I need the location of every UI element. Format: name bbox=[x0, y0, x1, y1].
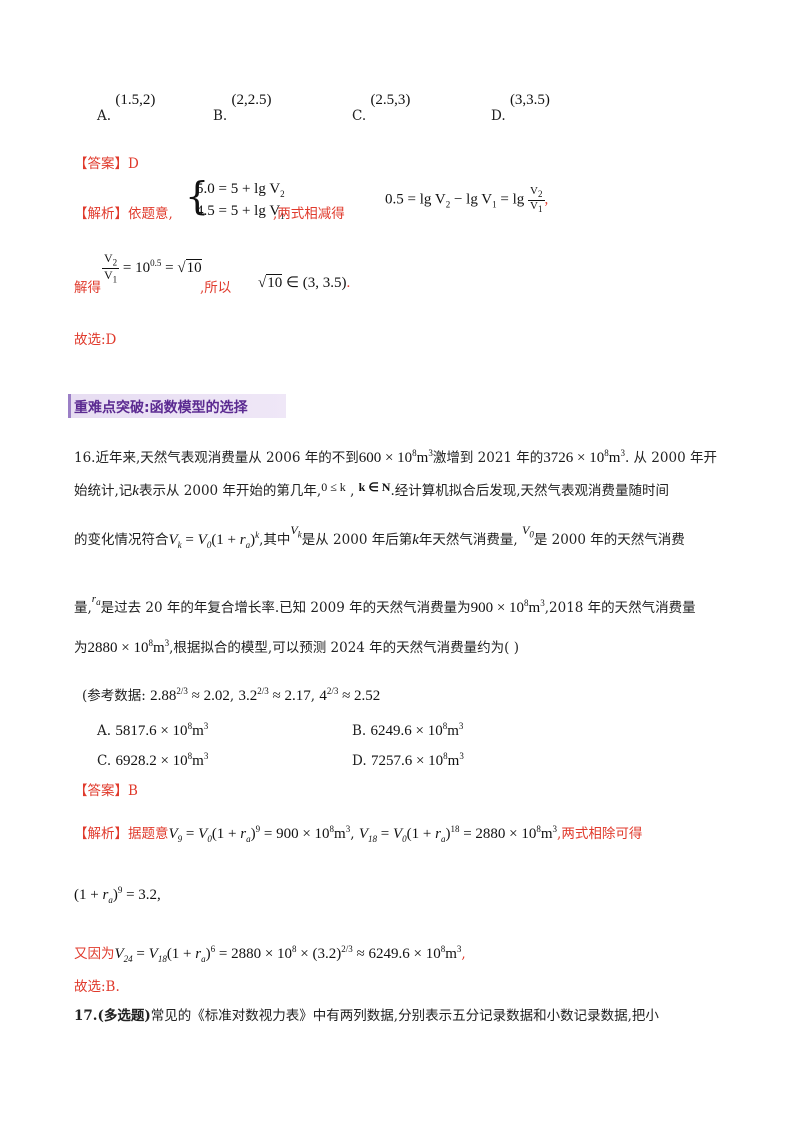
q16-line-2: 始统计,记k表示从 2000 年开始的第几年,0 ≤ k , k ∈ N.经计算… bbox=[74, 480, 670, 499]
equation-bottom: 4.5 = 5 + lg V1 bbox=[196, 203, 285, 221]
q16-step-2: (1 + ra)9 = 3.2, bbox=[74, 885, 161, 905]
q16-line-5: 为2880 × 108m3,根据拟合的模型,可以预测 2024 年的天然气消费量… bbox=[74, 638, 519, 656]
section-heading-bar bbox=[68, 394, 286, 418]
subtract-text: ,两式相减得 bbox=[273, 206, 345, 222]
q16-option-b: B. 6249.6 × 108m3 bbox=[352, 721, 464, 739]
q16-line-4: 量,ra是过去 20 年的年复合增长率.已知 2009 年的天然气消费量为900… bbox=[74, 593, 696, 616]
q15-option-a: A. (1.5,2) bbox=[97, 92, 156, 124]
q15-choose: 故选:D bbox=[74, 332, 117, 348]
q16-step-3: 又因为V24 = V18(1 + ra)6 = 2880 × 108 × (3.… bbox=[74, 944, 466, 964]
q15-analysis-label: 【解析】依题意, bbox=[74, 206, 173, 222]
q15-answer: 【答案】D bbox=[74, 156, 139, 172]
system-brace: { bbox=[185, 174, 210, 218]
interval-membership: √10 ∈ (3, 3.5). bbox=[258, 274, 351, 291]
q16-analysis: 【解析】据题意V9 = V0(1 + ra)9 = 900 × 108m3, V… bbox=[74, 824, 643, 844]
q15-option-b: B. (2,2.5) bbox=[213, 92, 272, 124]
q16-option-c: C. 6928.2 × 108m3 bbox=[97, 751, 209, 769]
q15-option-d: D. (3,3.5) bbox=[491, 92, 550, 124]
q16-line-3: 的变化情况符合Vk = V0(1 + ra)k,其中Vk是从 2000 年后第k… bbox=[74, 523, 685, 550]
equation-top: 5.0 = 5 + lg V2 bbox=[196, 181, 285, 199]
so-text: ,所以 bbox=[200, 280, 232, 296]
q15-option-c: C. (2.5,3) bbox=[352, 92, 411, 124]
section-heading: 重难点突破:函数模型的选择 bbox=[74, 400, 248, 416]
q17-text: 17.(多选题)常见的《标准对数视力表》中有两列数据,分别表示五分记录数据和小数… bbox=[74, 1008, 659, 1024]
q16-answer: 【答案】B bbox=[74, 783, 138, 799]
q16-choose: 故选:B. bbox=[74, 979, 120, 995]
solve-label: 解得 bbox=[74, 280, 101, 296]
q16-reference-data: (参考数据: 2.882/3 ≈ 2.02, 3.22/3 ≈ 2.17, 42… bbox=[82, 686, 381, 704]
q16-option-a: A. 5817.6 × 108m3 bbox=[97, 721, 209, 739]
q16-line-1: 16.近年来,天然气表观消费量从 2006 年的不到600 × 108m3激增到… bbox=[74, 448, 717, 466]
q16-option-d: D. 7257.6 × 108m3 bbox=[352, 751, 464, 769]
